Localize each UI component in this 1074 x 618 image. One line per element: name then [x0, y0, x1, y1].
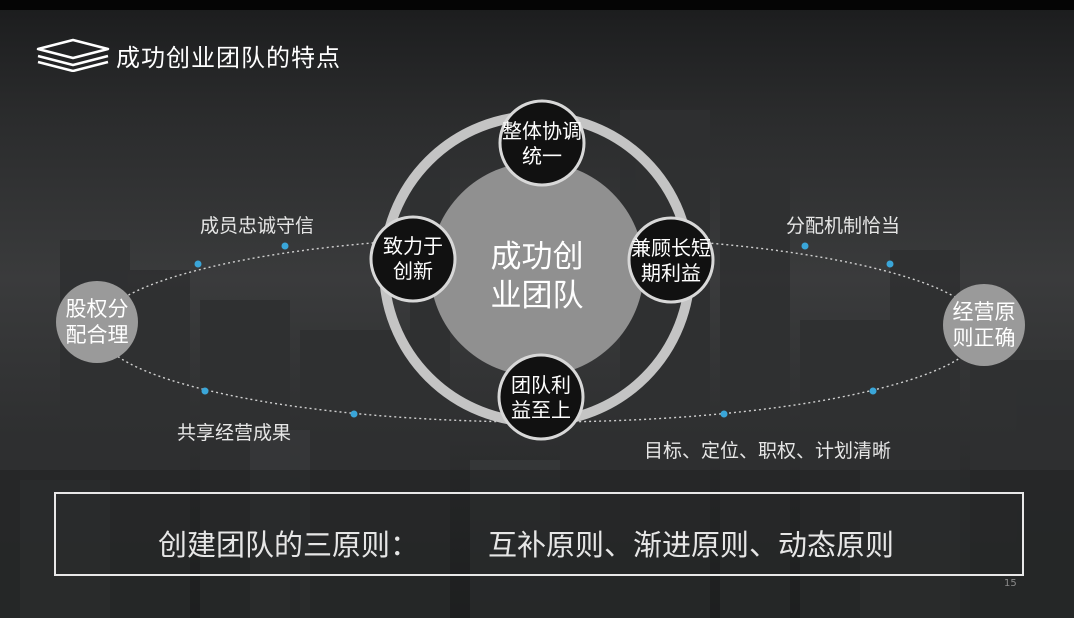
- outer-node-left-circle: [56, 281, 138, 363]
- ring-node-right-circle: [627, 216, 715, 304]
- outer-node-left-line-2: 配合理: [65, 323, 129, 348]
- ring-node-top: 整体协调 统一: [492, 119, 592, 169]
- ring-node-right-line-2: 期利益: [641, 261, 701, 285]
- orbit-dots: [194, 242, 894, 418]
- top-bar: [0, 0, 1074, 10]
- outer-node-left: 股权分 配合理: [52, 296, 142, 349]
- slide-title: 成功创业团队的特点: [116, 44, 341, 72]
- ring-node-top-circle: [498, 99, 586, 187]
- orbit-dot: [886, 260, 894, 268]
- ring-node-bottom-circle: [497, 353, 585, 441]
- outer-node-right-line-1: 经营原: [952, 300, 1016, 324]
- label-lower-left: 共享经营成果: [177, 422, 292, 444]
- center-circle: [430, 162, 644, 376]
- label-upper-right: 分配机制恰当: [786, 215, 901, 237]
- orbit-dot: [720, 410, 728, 418]
- ring-node-left: 致力于 创新: [368, 234, 458, 284]
- page-number: 15: [1004, 578, 1017, 589]
- outer-node-right: 经营原 则正确: [939, 299, 1029, 352]
- ring-node-bottom-line-2: 益至上: [511, 398, 571, 422]
- outer-node-left-line-1: 股权分: [65, 297, 129, 321]
- stack-layers-icon: [36, 38, 110, 72]
- ring-node-bottom: 团队利 益至上: [496, 373, 586, 423]
- orbit-dot: [194, 260, 202, 268]
- principles-body: 互补原则、渐进原则、动态原则: [488, 528, 895, 562]
- ring-node-right: 兼顾长短 期利益: [621, 236, 721, 286]
- ring-node-left-circle: [369, 215, 457, 303]
- center-line-1: 成功创: [490, 239, 584, 275]
- ring-node-left-line-1: 致力于: [383, 234, 443, 258]
- principles-prefix: 创建团队的三原则：: [158, 528, 420, 562]
- outer-node-right-circle: [943, 284, 1025, 366]
- ring-node-bottom-line-1: 团队利: [511, 373, 571, 397]
- principles-box: 创建团队的三原则： 互补原则、渐进原则、动态原则: [54, 492, 1024, 576]
- orbit-dot: [350, 410, 358, 418]
- orbit-dot: [201, 387, 209, 395]
- label-lower-right: 目标、定位、职权、计划清晰: [644, 440, 892, 462]
- outer-node-right-line-2: 则正确: [952, 326, 1016, 351]
- label-upper-left: 成员忠诚守信: [200, 215, 315, 237]
- ring-node-left-line-2: 创新: [393, 259, 433, 283]
- center-label: 成功创 业团队: [467, 238, 607, 316]
- ring-node-top-line-1: 整体协调: [502, 119, 582, 143]
- center-line-2: 业团队: [490, 277, 584, 314]
- orbit-dot: [801, 242, 809, 250]
- ring-node-top-line-2: 统一: [522, 144, 562, 168]
- orbit-dot: [869, 387, 877, 395]
- orbit-dot: [281, 242, 289, 250]
- ring-node-right-line-1: 兼顾长短: [631, 236, 711, 260]
